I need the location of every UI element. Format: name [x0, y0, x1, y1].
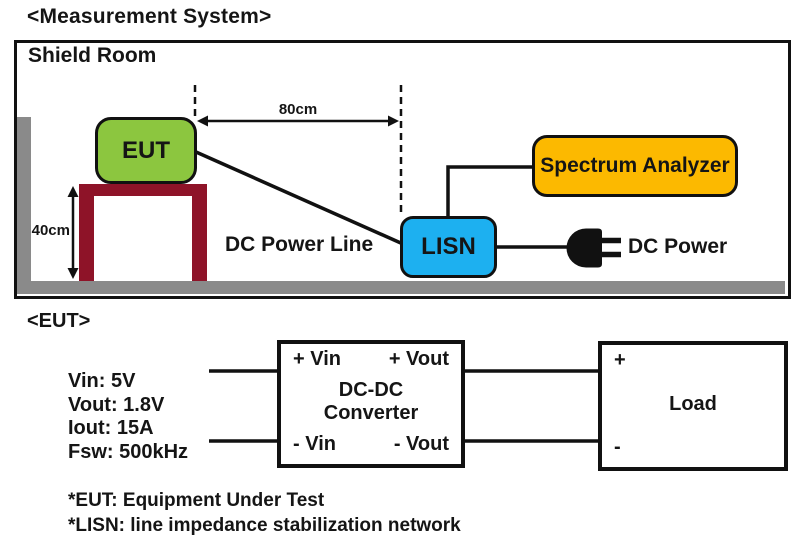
shield-room-label: Shield Room: [28, 44, 157, 67]
converter-name: DC-DC Converter: [293, 379, 449, 425]
spectrum-analyzer-label: Spectrum Analyzer: [540, 154, 730, 177]
lisn-node-label: LISN: [421, 233, 476, 260]
pin-plus-vin: + Vin: [293, 348, 341, 370]
ground-plane-floor: [17, 281, 785, 294]
test-table: [79, 184, 207, 281]
eut-node: EUT: [95, 117, 197, 184]
dc-power-line-label: DC Power Line: [225, 233, 374, 256]
eut-node-label: EUT: [122, 136, 170, 164]
load-plus-terminal: +: [614, 349, 626, 371]
dim-40cm-label: 40cm: [31, 222, 70, 239]
footnote-lisn: *LISN: line impedance stabilization netw…: [68, 515, 461, 536]
lisn-node: LISN: [400, 216, 497, 278]
load-box: + Load -: [598, 341, 788, 471]
converter-bottom-pins: - Vin - Vout: [293, 433, 449, 456]
converter-name-line2: Converter: [323, 402, 419, 424]
converter-name-line1: DC-DC: [338, 379, 404, 401]
pin-minus-vin: - Vin: [293, 433, 336, 455]
footnote-eut: *EUT: Equipment Under Test: [68, 490, 325, 511]
spec-vout: Vout: 1.8V: [68, 393, 165, 416]
spec-vin: Vin: 5V: [68, 370, 136, 392]
pin-minus-vout: - Vout: [393, 433, 449, 455]
converter-top-pins: + Vin + Vout: [293, 348, 449, 371]
dcdc-converter-box: + Vin + Vout DC-DC Converter - Vin - Vou…: [277, 340, 465, 468]
spectrum-analyzer-node: Spectrum Analyzer: [532, 135, 738, 197]
eut-specs: Vin: 5V Vout: 1.8V Iout: 15A Fsw: 500kHz: [68, 370, 188, 464]
dc-power-label: DC Power: [628, 235, 728, 258]
eut-section-title: <EUT>: [27, 310, 91, 332]
spec-fsw: Fsw: 500kHz: [68, 440, 189, 463]
dim-80cm-label: 80cm: [278, 101, 318, 118]
spec-iout: Iout: 15A: [68, 417, 154, 439]
load-minus-terminal: -: [614, 436, 621, 458]
load-label: Load: [669, 392, 717, 415]
pin-plus-vout: + Vout: [388, 348, 449, 370]
measurement-system-title: <Measurement System>: [27, 5, 272, 28]
footnotes: *EUT: Equipment Under Test *LISN: line i…: [68, 488, 461, 538]
ground-plane-wall: [17, 117, 31, 281]
